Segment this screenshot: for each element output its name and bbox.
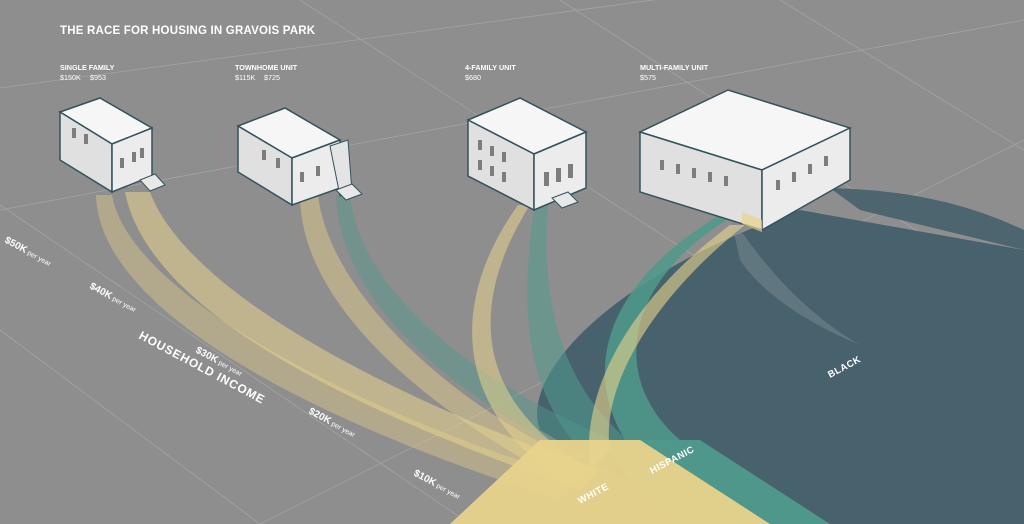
building-price: $115K bbox=[235, 73, 255, 82]
building-price: $150K bbox=[60, 73, 81, 82]
building-price: $725 bbox=[264, 73, 280, 82]
building-labels: SINGLE FAMILY $150K $953 TOWNHOME UNIT $… bbox=[60, 63, 709, 82]
building-name: TOWNHOME UNIT bbox=[235, 63, 298, 72]
diagram-title: THE RACE FOR HOUSING IN GRAVOIS PARK bbox=[60, 25, 316, 37]
building-price: $680 bbox=[465, 73, 481, 82]
building-4-family bbox=[466, 97, 588, 212]
building-name: 4-FAMILY UNIT bbox=[465, 63, 516, 72]
white-flows bbox=[96, 192, 770, 524]
building-name: MULTI-FAMILY UNIT bbox=[640, 63, 709, 72]
building-price: $953 bbox=[90, 73, 106, 82]
building-price: $575 bbox=[640, 73, 656, 82]
building-townhome bbox=[236, 107, 363, 207]
building-name: SINGLE FAMILY bbox=[60, 63, 115, 72]
building-single-family bbox=[58, 97, 166, 194]
building-multi-family bbox=[637, 89, 853, 232]
